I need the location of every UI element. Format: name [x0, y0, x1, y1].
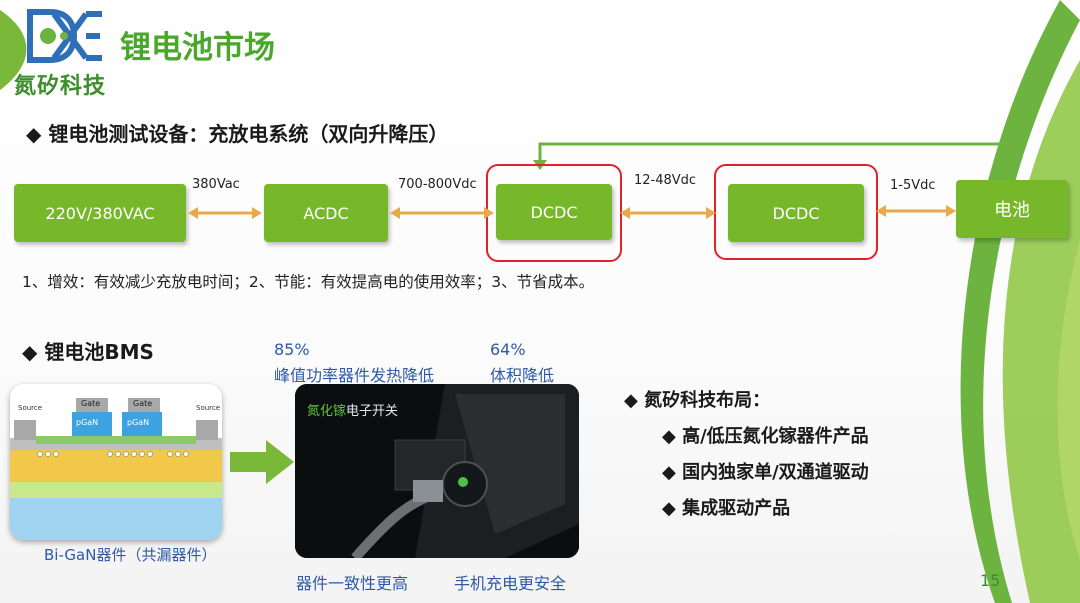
stat-label-volume: 体积降低: [490, 366, 555, 385]
double-arrow-2: [390, 207, 494, 219]
phone-illustration-icon: [295, 384, 579, 558]
highlight-ring-1: [486, 164, 622, 262]
source-label-left: Source: [18, 404, 43, 412]
section-heading-test-equipment: ◆ 锂电池测试设备：充放电系统（双向升降压）: [26, 122, 449, 146]
page-number: 15: [980, 571, 1001, 590]
gan-cross-section-icon: [10, 384, 222, 540]
voltage-label-3: 12-48Vdc: [634, 173, 697, 188]
layout-item-3: ◆ 集成驱动产品: [662, 498, 791, 519]
consistency-caption: 器件一致性更高: [296, 574, 409, 593]
stat-value-volume: 64%: [490, 340, 526, 359]
battery-box: 电池: [956, 180, 1068, 238]
safety-caption: 手机充电更安全: [454, 574, 567, 593]
layout-heading: ◆ 氮矽科技布局：: [624, 390, 771, 411]
dcdc-box-1: DCDC: [496, 184, 612, 240]
phone-overlay-text-green: 氮化镓: [307, 404, 347, 419]
pgan-label-right: pGaN: [127, 418, 150, 427]
pgan-label-left: pGaN: [76, 418, 99, 427]
voltage-label-1: 380Vac: [192, 177, 240, 192]
voltage-label-2: 700-800Vdc: [398, 177, 477, 192]
double-arrow-3: [620, 207, 716, 219]
section-heading-bms: ◆ 锂电池BMS: [22, 340, 154, 364]
phone-overlay-text-white: 电子开关: [346, 404, 399, 419]
benefits-note: 1、增效：有效减少充放电时间；2、节能：有效提高电的使用效率；3、节省成本。: [22, 273, 595, 291]
gate-label-left: Gate: [81, 399, 101, 408]
layout-item-1: ◆ 高/低压氮化镓器件产品: [662, 426, 869, 447]
company-logo-icon: [27, 9, 102, 63]
logo-text: 氮矽科技: [14, 74, 107, 99]
phone-photo: 氮化镓电子开关: [295, 384, 579, 558]
gan-caption: Bi-GaN器件（共漏器件）: [44, 546, 217, 564]
double-arrow-1: [188, 207, 262, 219]
stat-label-heat: 峰值功率器件发热降低: [274, 366, 435, 385]
layout-item-2: ◆ 国内独家单/双通道驱动: [662, 462, 869, 483]
acdc-box: ACDC: [264, 184, 388, 242]
gan-structure-diagram: Source Source Gate Gate pGaN pGaN: [10, 384, 222, 540]
gate-label-right: Gate: [133, 399, 153, 408]
dcdc-box-2: DCDC: [728, 184, 864, 242]
voltage-label-4: 1-5Vdc: [890, 178, 936, 193]
double-arrow-4: [876, 205, 956, 217]
input-power-box: 220V/380VAC: [14, 184, 186, 242]
highlight-ring-2: [714, 164, 878, 260]
source-label-right: Source: [196, 404, 221, 412]
right-arrow-icon: [230, 440, 294, 484]
page-title: 锂电池市场: [120, 30, 275, 66]
phone-overlay-text: 氮化镓电子开关: [307, 400, 398, 419]
stat-value-heat: 85%: [274, 340, 310, 359]
